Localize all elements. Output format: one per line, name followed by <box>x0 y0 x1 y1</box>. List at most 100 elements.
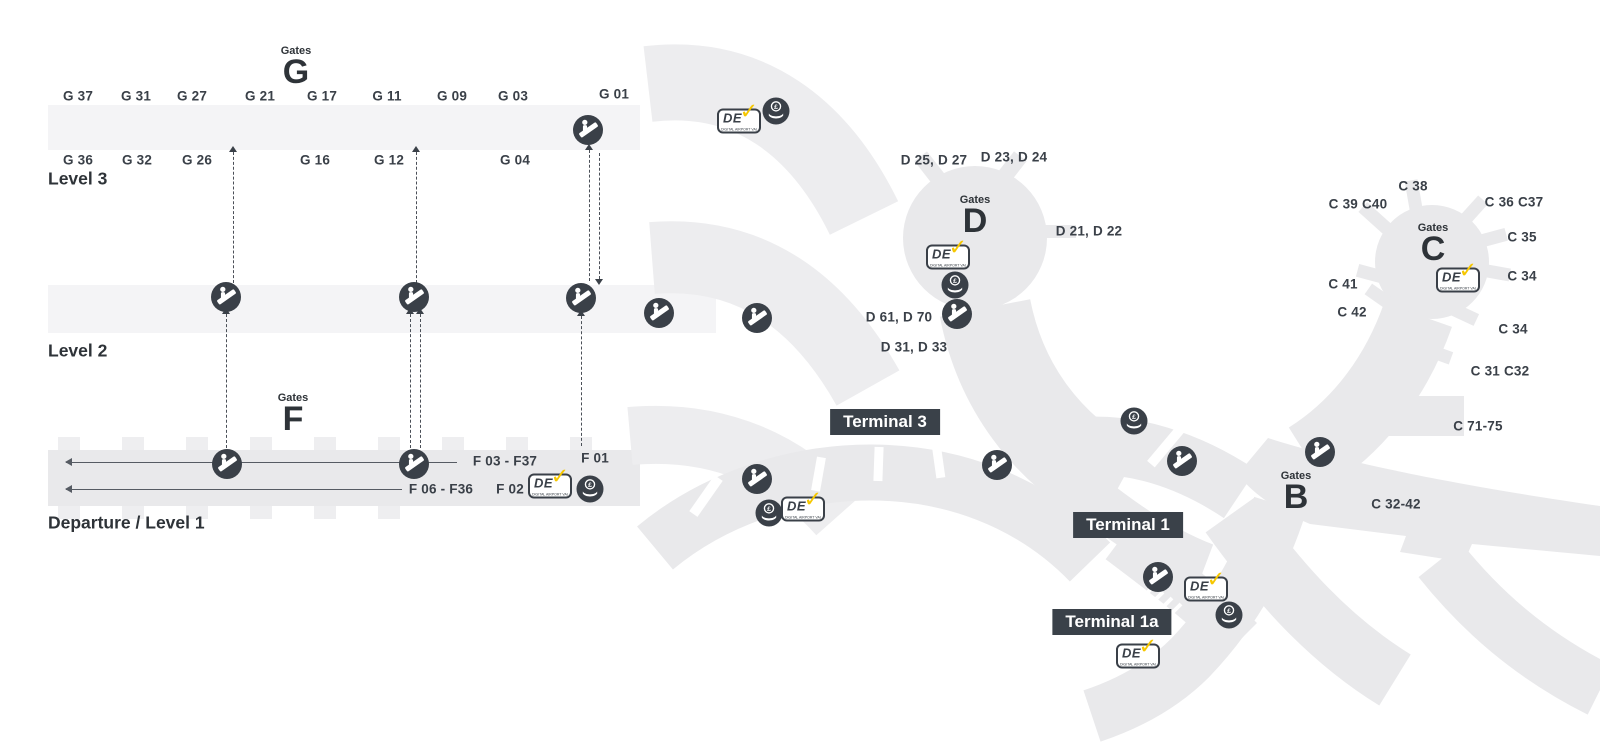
escalator-icon <box>644 298 674 328</box>
dev-logo-text: DE <box>723 110 743 126</box>
dev-validation-badge: DE✓DIGITAL AIRPORT VALIDATION <box>926 236 970 270</box>
dev-logo-text: DE <box>932 246 952 262</box>
gate-range-arrow-line <box>65 485 402 494</box>
gate-label: D 61, D 70 <box>865 309 933 325</box>
svg-text:£: £ <box>1227 608 1231 615</box>
dev-logo-subtext: DIGITAL AIRPORT VALIDATION <box>1120 662 1156 667</box>
currency-exchange-icon: £ <box>941 271 969 299</box>
dev-logo-subtext: DIGITAL AIRPORT VALIDATION <box>930 263 966 268</box>
dev-logo-subtext: DIGITAL AIRPORT VALIDATION <box>721 127 757 132</box>
gate-label: C 42 <box>1337 304 1367 320</box>
gates-letter: C <box>1420 230 1446 268</box>
dev-check-icon: ✓ <box>550 463 569 489</box>
gate-label: G 36 <box>62 152 94 168</box>
dev-logo-text: DE <box>1122 645 1142 661</box>
level-connector-dashed-line <box>585 144 594 281</box>
gate-label: C 38 <box>1398 178 1428 194</box>
arrow-down-icon <box>595 279 604 285</box>
gate-label: F 03 - F37 <box>472 453 538 469</box>
currency-exchange-icon: £ <box>576 475 604 503</box>
gate-label: G 26 <box>181 152 213 168</box>
gates-letter: F <box>282 400 304 438</box>
dev-validation-badge: DE✓ DIGITAL AIRPORT VALIDATION <box>1116 635 1160 669</box>
gate-label: G 09 <box>436 88 468 104</box>
terminal-badge: Terminal 3 <box>830 409 940 435</box>
gate-label: G 03 <box>497 88 529 104</box>
dev-validation-badge: DE✓DIGITAL AIRPORT VALIDATION <box>781 488 825 522</box>
gate-label: D 23, D 24 <box>980 149 1048 165</box>
dev-check-icon: ✓ <box>803 486 822 512</box>
escalator-icon <box>212 449 242 479</box>
gate-label: C 34 <box>1498 321 1528 337</box>
gate-label: D 25, D 27 <box>900 152 968 168</box>
level-label: Level 3 <box>48 168 108 189</box>
gate-label: C 35 <box>1507 229 1537 245</box>
escalator-icon <box>942 299 972 329</box>
gate-label: G 31 <box>120 88 152 104</box>
gate-label: G 04 <box>499 152 531 168</box>
escalator-icon <box>399 282 429 312</box>
svg-text:£: £ <box>953 278 957 285</box>
dev-validation-badge: DE✓DIGITAL AIRPORT VALIDATION <box>1436 259 1480 293</box>
escalator-icon <box>1305 437 1335 467</box>
arrow-up-icon <box>577 310 586 316</box>
gates-letter: D <box>962 202 988 240</box>
currency-exchange-icon: £ <box>1215 601 1243 629</box>
escalator-icon <box>211 282 241 312</box>
gate-label: F 02 <box>496 481 524 497</box>
svg-text:£: £ <box>767 506 771 513</box>
gate-label: G 16 <box>299 152 331 168</box>
gate-label: D 31, D 33 <box>880 339 948 355</box>
gate-label: G 21 <box>244 88 276 104</box>
dev-logo-subtext: DIGITAL AIRPORT VALIDATION <box>1188 595 1224 600</box>
gates-word: Gates <box>1417 222 1449 234</box>
dev-logo-subtext: DIGITAL AIRPORT VALIDATION <box>1440 286 1476 291</box>
dev-validation-badge: DE✓DIGITAL AIRPORT VALIDATION <box>1184 568 1228 602</box>
gate-label: G 27 <box>176 88 208 104</box>
gates-word: Gates <box>280 45 312 57</box>
level-connector-dashed-line <box>416 308 425 448</box>
gate-label: G 12 <box>373 152 405 168</box>
dev-check-icon: ✓ <box>1458 257 1477 283</box>
gates-letter: B <box>1283 478 1309 516</box>
svg-text:£: £ <box>1132 414 1136 421</box>
gates-word: Gates <box>1280 470 1312 482</box>
gate-label: C 36 C37 <box>1484 194 1544 210</box>
gate-label: C 71-75 <box>1453 418 1503 434</box>
gate-label: G 32 <box>121 152 153 168</box>
terminal-badge: Terminal 1a <box>1052 609 1172 635</box>
escalator-icon <box>573 115 603 145</box>
dev-logo-text: DE <box>787 498 807 514</box>
arrow-up-icon <box>229 146 238 152</box>
gates-word: Gates <box>277 392 309 404</box>
gate-range-arrow-line <box>65 458 457 467</box>
gate-label: C 41 <box>1328 276 1358 292</box>
gate-label: G 17 <box>306 88 338 104</box>
level-label: Departure / Level 1 <box>48 512 205 533</box>
escalator-icon <box>566 283 596 313</box>
gate-label: G 01 <box>598 86 630 102</box>
gate-label: D 21, D 22 <box>1055 223 1123 239</box>
dev-validation-badge: DE✓ DIGITAL AIRPORT VALIDATION <box>717 100 761 134</box>
arrow-up-icon <box>585 144 594 150</box>
dev-check-icon: ✓ <box>1138 633 1157 659</box>
terminal-badge: Terminal 1 <box>1073 512 1183 538</box>
gate-label: C 32-42 <box>1371 496 1421 512</box>
escalator-icon <box>1143 562 1173 592</box>
gate-label: C 31 C32 <box>1470 363 1530 379</box>
level-label: Level 2 <box>48 340 108 361</box>
dev-check-icon: ✓ <box>739 98 758 124</box>
escalator-icon <box>742 303 772 333</box>
gate-label: G 37 <box>62 88 94 104</box>
level-connector-dashed-line <box>577 310 586 446</box>
level-connector-dashed-line <box>406 308 415 448</box>
level-connector-dashed-line <box>222 308 231 448</box>
gate-label: F 06 - F36 <box>408 481 474 497</box>
gate-label: F 01 <box>581 450 609 466</box>
